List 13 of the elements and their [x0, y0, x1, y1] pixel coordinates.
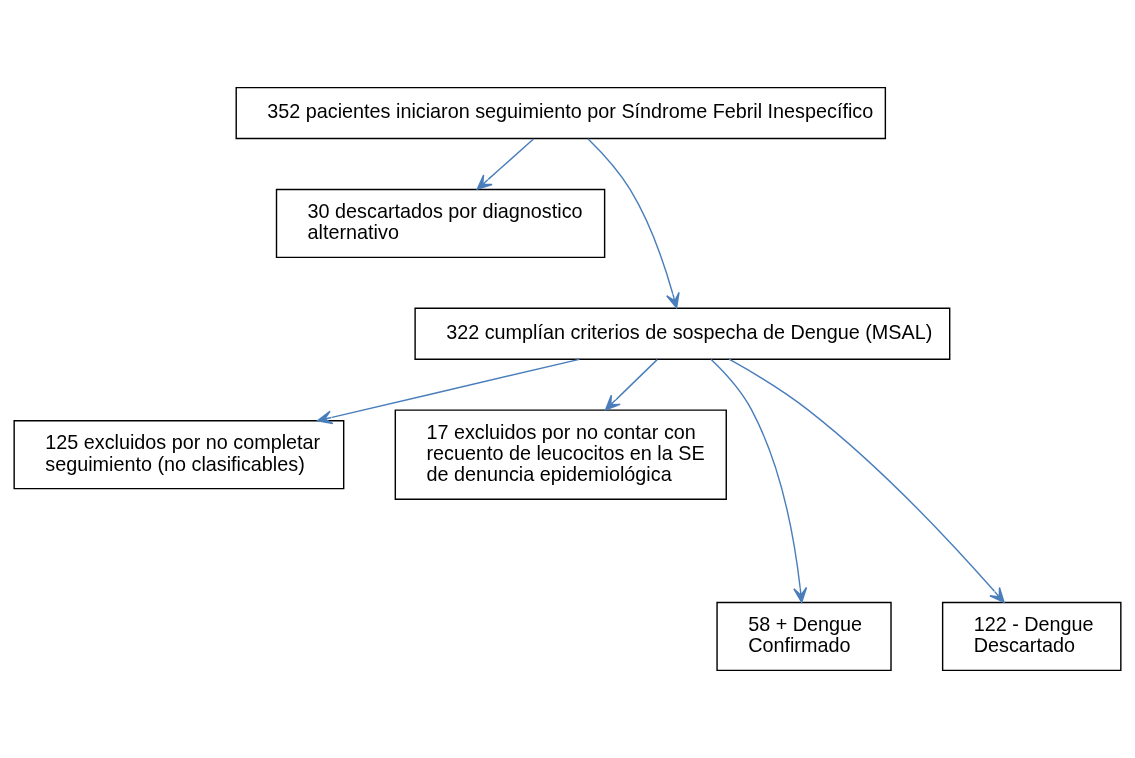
arrow [710, 358, 808, 603]
node-box: 322 cumplían criterios de sospecha de Dengue (MSAL) [414, 307, 951, 360]
arrow [476, 138, 535, 190]
node-box: 17 excluidos por no contar con recuento de leucocitos en la SE de denuncia epidemiológica [394, 409, 727, 500]
node-box: 125 excluidos por no completar seguimiento (no clasificables) [13, 420, 345, 490]
node-box: 122 - Dengue Descartado [941, 601, 1122, 672]
arrow [728, 358, 1005, 603]
arrow [317, 358, 580, 425]
arrow [587, 138, 680, 309]
node-box: 352 pacientes iniciaron seguimiento por Síndrome Febril Inespecífico [235, 86, 887, 140]
node-box: 58 + Dengue Confirmado [716, 601, 892, 672]
node-box: 30 descartados por diagnostico alternativo [275, 188, 606, 259]
arrow [604, 358, 658, 411]
